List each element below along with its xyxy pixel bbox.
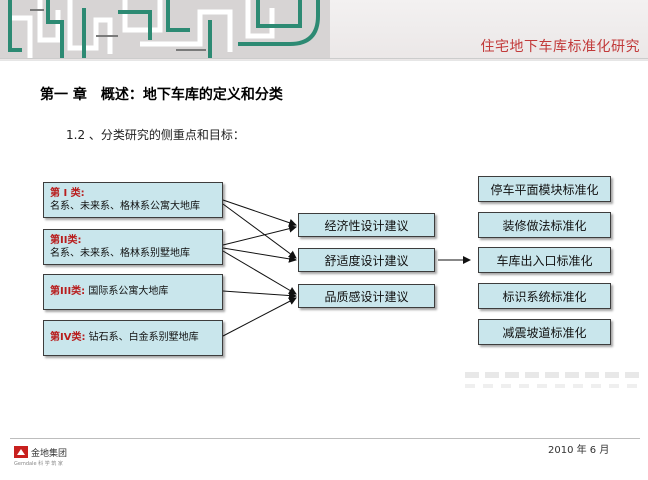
suggestion-label: 经济性设计建议 <box>324 218 409 233</box>
section-title: 1.2 、分类研究的侧重点和目标： <box>66 128 245 142</box>
category-desc: 钻石系、白金系别墅地库 <box>88 332 199 343</box>
header-rule <box>0 58 648 59</box>
standard-label: 标识系统标准化 <box>502 289 587 304</box>
standard-box-ramp: 减震坡道标准化 <box>478 319 611 345</box>
footer-date: 2010 年 6 月 <box>548 445 610 456</box>
standard-box-decoration: 装修做法标准化 <box>478 212 611 238</box>
suggestion-box-economy: 经济性设计建议 <box>298 213 435 237</box>
standard-label: 停车平面模块标准化 <box>490 182 599 197</box>
faint-decoration <box>465 384 640 388</box>
category-desc: 名系、未来系、格林系公寓大地库 <box>50 201 200 212</box>
arrow-cat1-economy <box>222 199 297 227</box>
arrow-cat3-quality <box>222 290 297 300</box>
category-name: 第 I 类: <box>50 188 85 199</box>
suggestion-box-quality: 品质感设计建议 <box>298 284 435 308</box>
arrow-cat2-quality <box>222 250 297 295</box>
arrow-cat2-economy <box>222 224 297 246</box>
standard-label: 车库出入口标准化 <box>496 253 593 268</box>
category-box-1: 第 I 类: 名系、未来系、格林系公寓大地库 <box>43 182 223 218</box>
arrow-cat2-comfort <box>222 247 297 263</box>
category-box-3: 第III类: 国际系公寓大地库 <box>43 274 223 310</box>
suggestion-label: 品质感设计建议 <box>324 289 409 304</box>
arrow-cat4-quality <box>222 297 297 337</box>
footer-rule <box>10 438 640 439</box>
category-desc: 国际系公寓大地库 <box>88 286 169 297</box>
category-name: 第III类: <box>50 286 86 297</box>
logo-text: 金地集团 <box>31 449 68 459</box>
gemdale-logo-icon <box>14 446 28 458</box>
suggestion-label: 舒适度设计建议 <box>324 253 409 268</box>
header-rule-light <box>0 60 648 61</box>
category-desc: 名系、未来系、格林系别墅地库 <box>50 248 190 259</box>
standard-box-entrance: 车库出入口标准化 <box>478 247 611 273</box>
header-title: 住宅地下车库标准化研究 <box>480 39 640 55</box>
standard-box-parking-module: 停车平面模块标准化 <box>478 176 611 202</box>
arrow-cat1-comfort <box>222 203 297 259</box>
category-name: 第II类: <box>50 235 82 246</box>
logo-subtext: Gemdale 科 学 筑 家 <box>14 461 63 467</box>
chapter-title: 第一 章 概述：地下车库的定义和分类 <box>40 87 283 103</box>
standard-label: 装修做法标准化 <box>502 218 587 233</box>
category-box-4: 第IV类: 钻石系、白金系别墅地库 <box>43 320 223 356</box>
standard-box-signage: 标识系统标准化 <box>478 283 611 309</box>
suggestion-box-comfort: 舒适度设计建议 <box>298 248 435 272</box>
maze-decoration <box>0 0 330 58</box>
category-box-2: 第II类: 名系、未来系、格林系别墅地库 <box>43 229 223 265</box>
category-name: 第IV类: <box>50 332 86 343</box>
standard-label: 减震坡道标准化 <box>502 325 587 340</box>
faint-decoration <box>465 372 640 378</box>
